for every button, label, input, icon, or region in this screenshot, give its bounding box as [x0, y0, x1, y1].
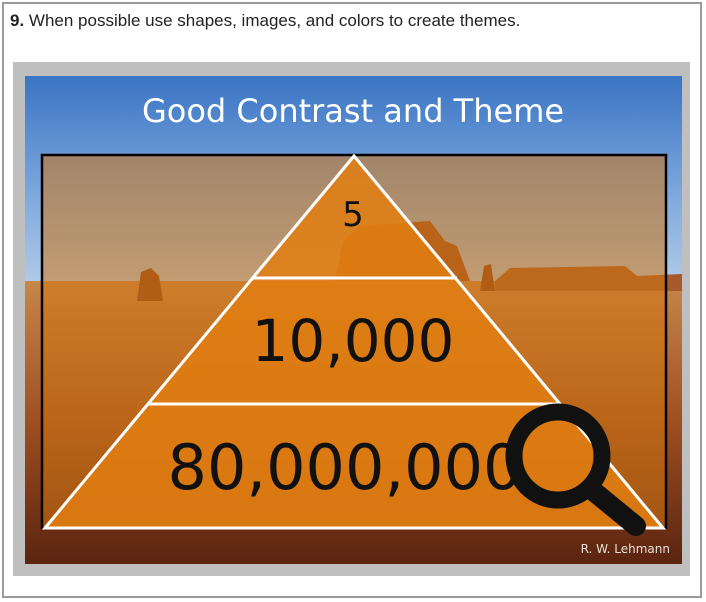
photo-credit: R. W. Lehmann	[580, 542, 670, 556]
magnifying-glass-icon[interactable]	[498, 398, 658, 558]
pyramid-bottom-label: 80,000,000	[168, 431, 523, 504]
pyramid-top-label: 5	[342, 195, 364, 235]
heading-number: 9.	[10, 11, 25, 30]
slide-title: Good Contrast and Theme	[142, 92, 564, 130]
heading: 9. When possible use shapes, images, and…	[10, 11, 520, 31]
pyramid-middle-label: 10,000	[252, 307, 455, 375]
heading-text: When possible use shapes, images, and co…	[28, 11, 521, 30]
